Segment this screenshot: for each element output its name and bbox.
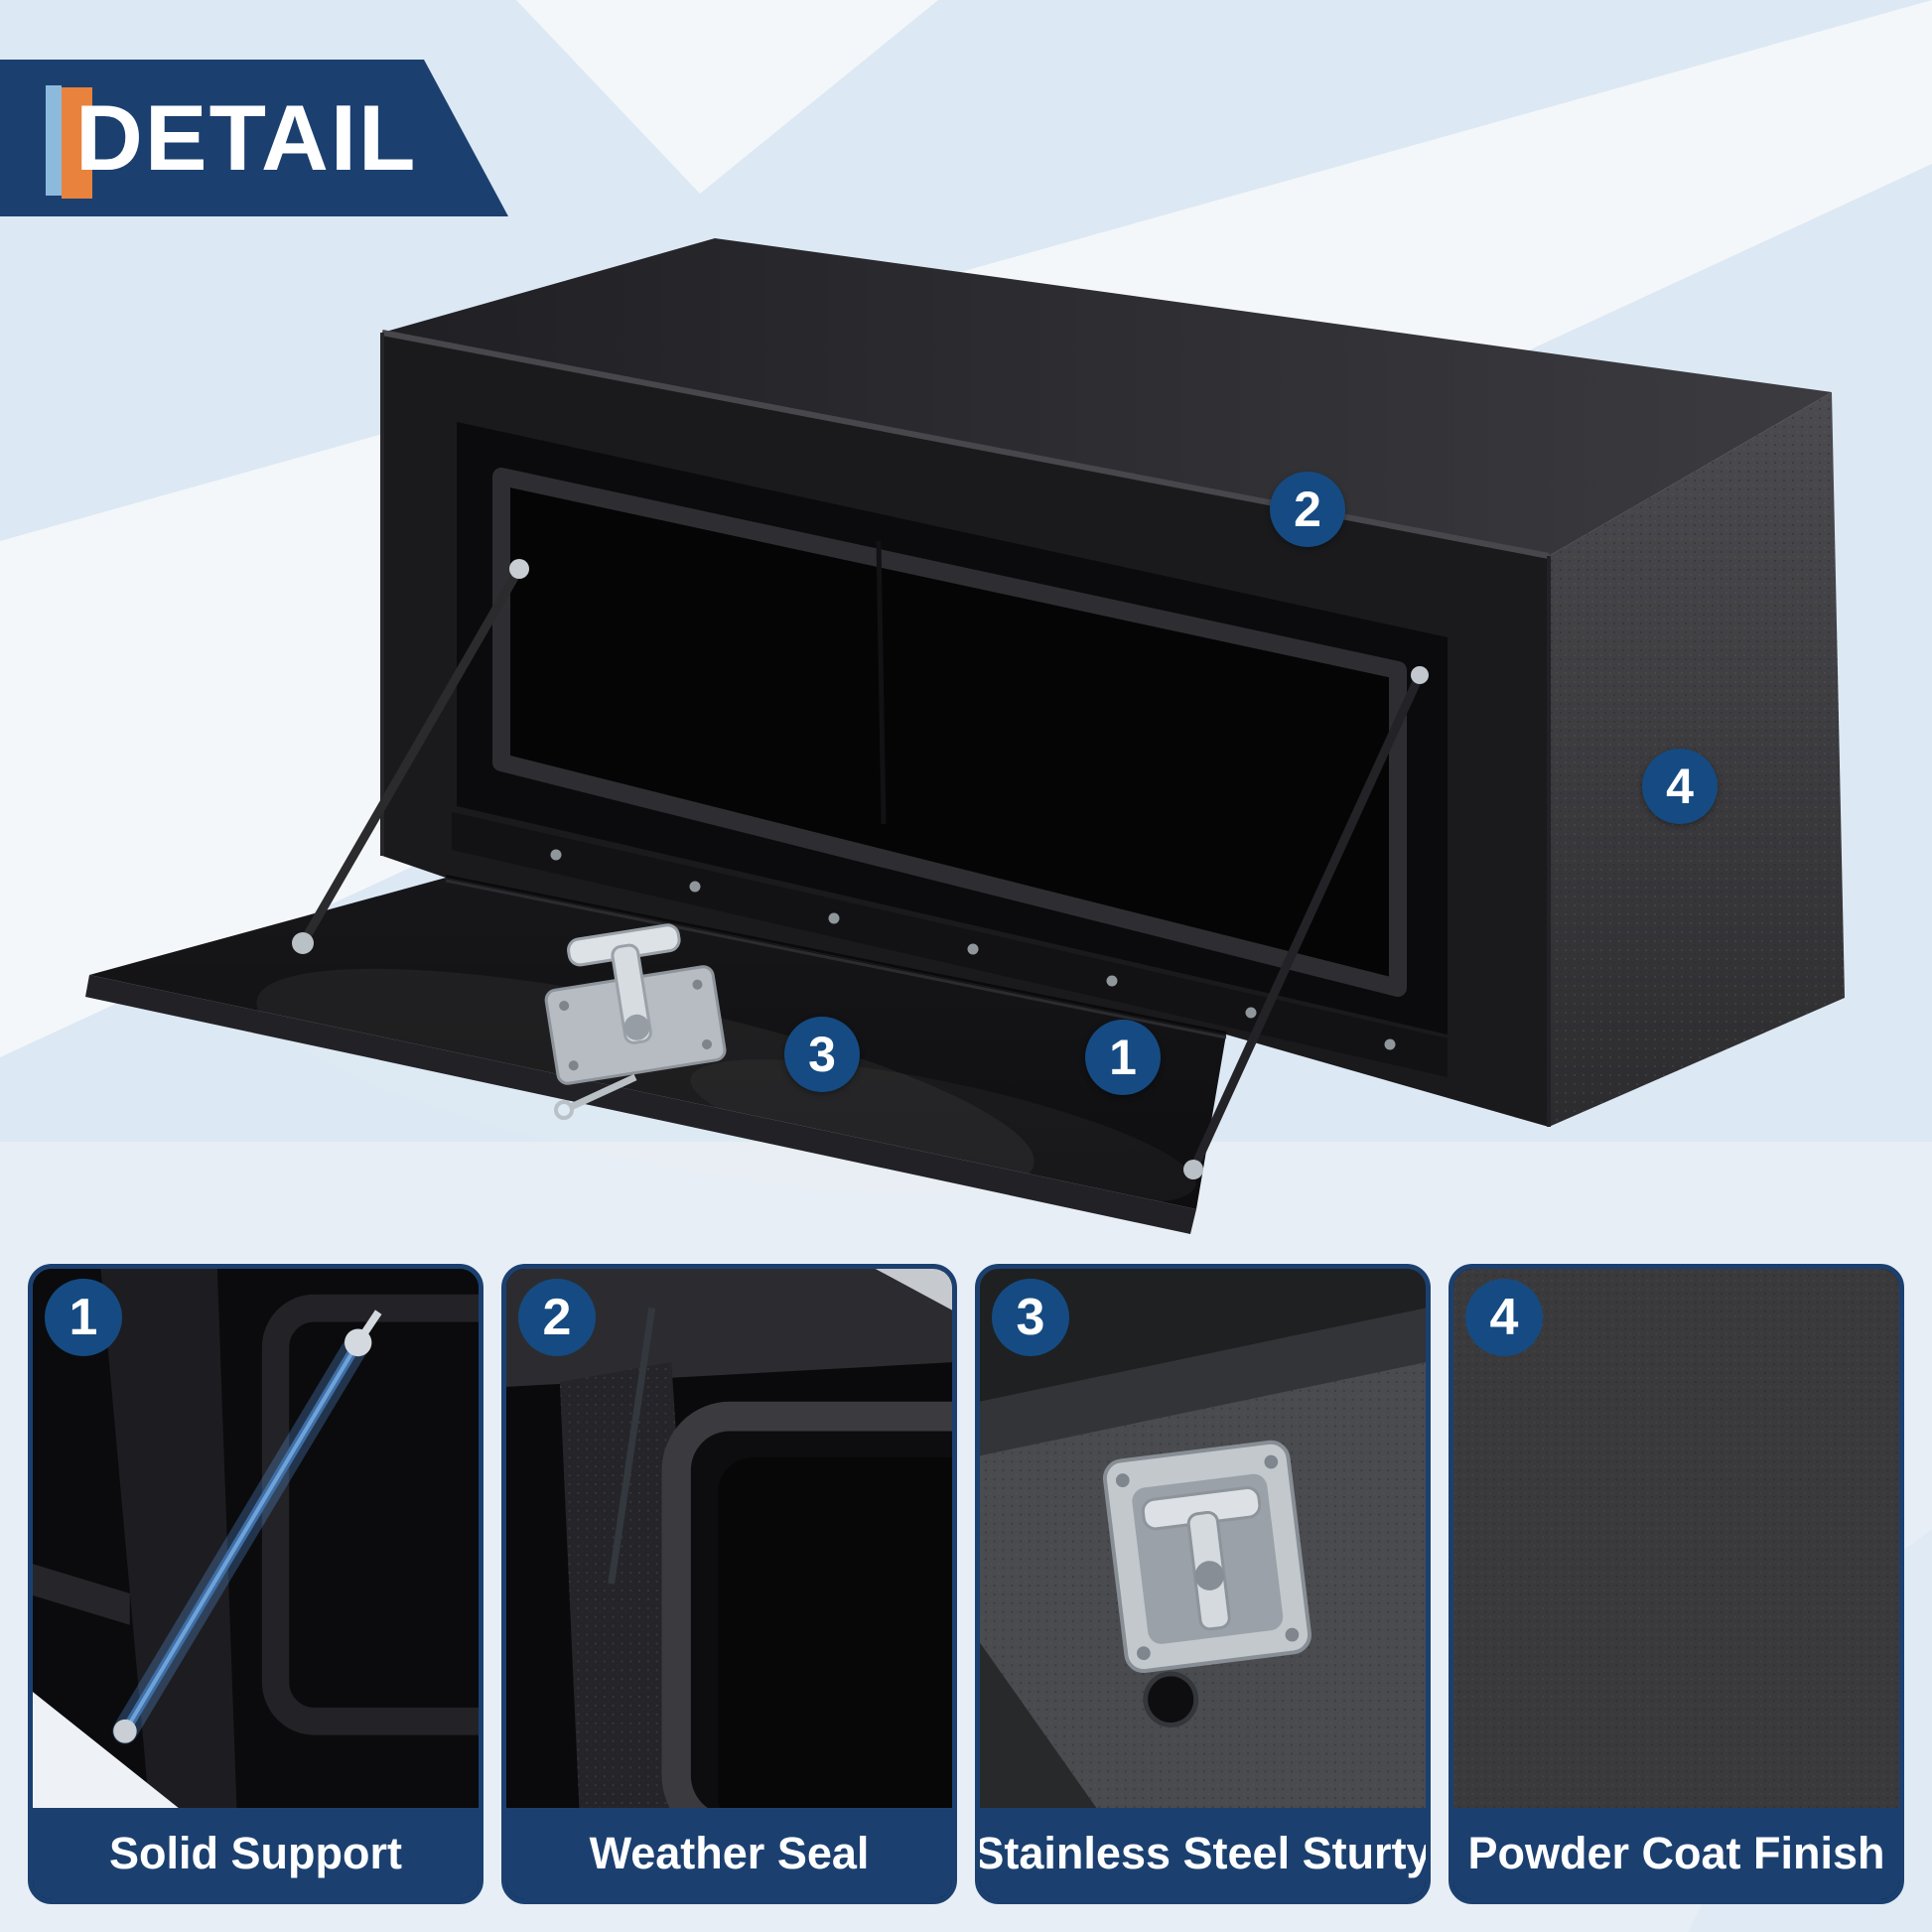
detail-banner: DETAIL [0, 60, 508, 216]
banner-accent-orange-bar [62, 87, 92, 199]
callout-number-4: 4 [1666, 759, 1694, 814]
feature-number-badge-4: 4 [1465, 1279, 1543, 1356]
feature-caption-text-2: Weather Seal [589, 1828, 870, 1878]
feature-caption-2: Weather Seal [506, 1808, 952, 1899]
feature-photo-3 [980, 1269, 1426, 1808]
feature-card-solid-support: 1 Solid Support [28, 1264, 483, 1904]
feature-number-2: 2 [542, 1289, 572, 1346]
feature-number-badge-2: 2 [518, 1279, 596, 1356]
feature-photo-4 [1453, 1269, 1899, 1808]
feature-caption-text-1: Solid Support [109, 1828, 402, 1878]
banner-accent-blue-bar [46, 85, 62, 196]
feature-number-1: 1 [69, 1289, 98, 1346]
feature-caption-4: Powder Coat Finish [1453, 1808, 1899, 1899]
callout-marker-3: 3 [784, 1017, 860, 1092]
feature-photo-2 [506, 1269, 952, 1808]
feature-caption-1: Solid Support [33, 1808, 479, 1899]
feature-photo-1 [33, 1269, 479, 1808]
banner-title: DETAIL [75, 85, 418, 190]
feature-number-3: 3 [1016, 1289, 1045, 1346]
callout-marker-2: 2 [1270, 472, 1345, 547]
feature-number-badge-3: 3 [992, 1279, 1069, 1356]
feature-card-stainless-latch: 3 Stainless Steel Sturty [975, 1264, 1431, 1904]
feature-caption-3: Stainless Steel Sturty [980, 1808, 1426, 1899]
feature-caption-text-4: Powder Coat Finish [1467, 1828, 1885, 1878]
feature-number-4: 4 [1489, 1289, 1519, 1346]
callout-number-2: 2 [1294, 482, 1321, 537]
feature-card-powder-coat: 4 Powder Coat Finish [1449, 1264, 1904, 1904]
feature-card-weather-seal: 2 Weather Seal [501, 1264, 957, 1904]
callout-number-1: 1 [1109, 1030, 1137, 1085]
feature-caption-text-3: Stainless Steel Sturty [975, 1828, 1431, 1878]
feature-number-badge-1: 1 [45, 1279, 122, 1356]
callout-number-3: 3 [808, 1027, 836, 1082]
callout-marker-1: 1 [1085, 1020, 1161, 1095]
callout-marker-4: 4 [1642, 749, 1718, 824]
